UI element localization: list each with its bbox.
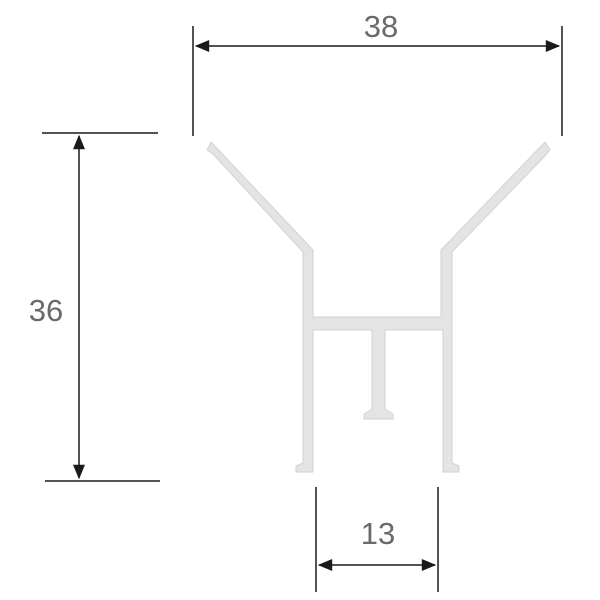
base-dimension-label: 13 [361, 516, 395, 551]
profile-shape [206, 141, 551, 473]
height-dimension-label: 36 [29, 293, 63, 328]
width-dimension-label: 38 [364, 9, 398, 44]
